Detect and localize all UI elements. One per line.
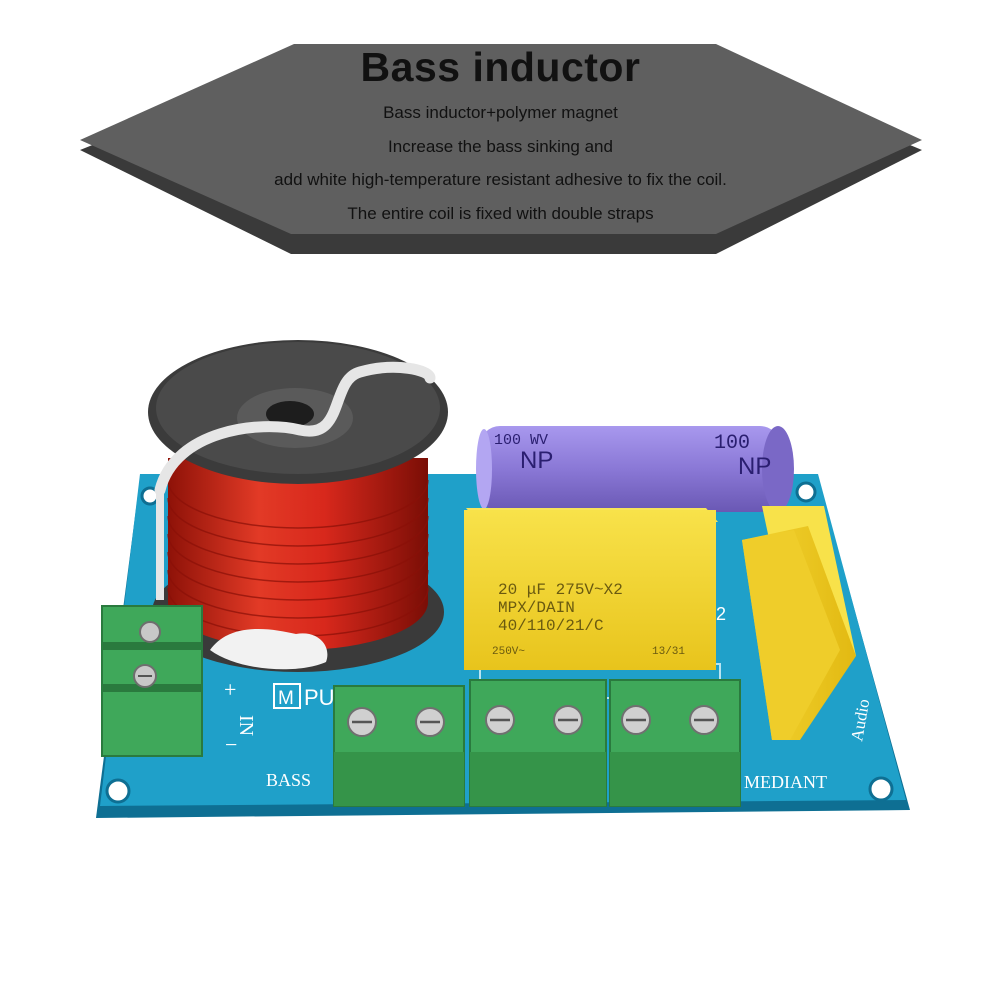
electrolytic-type: NP — [520, 447, 553, 474]
screw-icon — [689, 705, 719, 735]
adhesive-blob — [210, 628, 328, 670]
input-in-label: IN — [235, 715, 257, 736]
banner-line-4: The entire coil is fixed with double str… — [347, 204, 654, 223]
banner-title: Bass inductor — [360, 44, 641, 90]
crossover-board-photo: + IN − M PUV-W3 BASS MEDIANT Audio 2 3 1… — [96, 340, 910, 818]
model-prefix: M — [278, 688, 294, 709]
mounting-hole — [105, 778, 131, 804]
film-cap-line-1: 20 μF 275V~X2 — [498, 581, 623, 599]
input-terminal-block — [101, 605, 203, 757]
cable-strap — [154, 361, 436, 496]
output-terminal-blocks — [333, 679, 741, 807]
banner: Bass inductor Bass inductor+polymer magn… — [0, 0, 1001, 270]
banner-line-2: Increase the bass sinking and — [388, 137, 613, 156]
screw-icon — [347, 707, 377, 737]
screw-icon — [485, 705, 515, 735]
screw-icon — [621, 705, 651, 735]
mounting-hole — [795, 481, 817, 503]
banner-backdrop — [80, 44, 922, 254]
film-cap-line-2: MPX/DAIN — [498, 599, 575, 617]
film-cap-line-3: 40/110/21/C — [498, 617, 604, 635]
screw-icon — [415, 707, 445, 737]
banner-line-1: Bass inductor+polymer magnet — [383, 103, 618, 122]
film-capacitor-side — [742, 506, 856, 740]
coil-winding — [168, 458, 428, 650]
model-prefix-box — [273, 683, 301, 709]
input-plus-label: + — [224, 677, 236, 702]
electrolytic-capacitor: 100 WV NP 100 NP — [476, 426, 794, 512]
electrolytic-rating-right: 100 — [714, 432, 750, 455]
mounting-hole — [868, 776, 894, 802]
film-cap-date-code: 13/31 — [652, 646, 685, 658]
electrolytic-type-right: NP — [738, 453, 771, 480]
banner-shape — [80, 44, 922, 234]
bass-label: BASS — [266, 770, 311, 790]
input-minus-label: − — [225, 732, 237, 757]
screw-icon — [139, 621, 161, 643]
film-cap-line-4: 250V~ — [492, 646, 525, 658]
mediant-label: MEDIANT — [744, 772, 827, 792]
coil-core-hole — [266, 401, 314, 427]
screw-icon — [553, 705, 583, 735]
banner-line-3: add white high-temperature resistant adh… — [274, 170, 727, 189]
electrolytic-rating: 100 WV — [494, 432, 548, 449]
film-capacitor: 20 μF 275V~X2 MPX/DAIN 40/110/21/C 250V~… — [464, 508, 718, 670]
bass-inductor — [148, 340, 448, 672]
pad-number-2: 2 — [716, 604, 726, 624]
